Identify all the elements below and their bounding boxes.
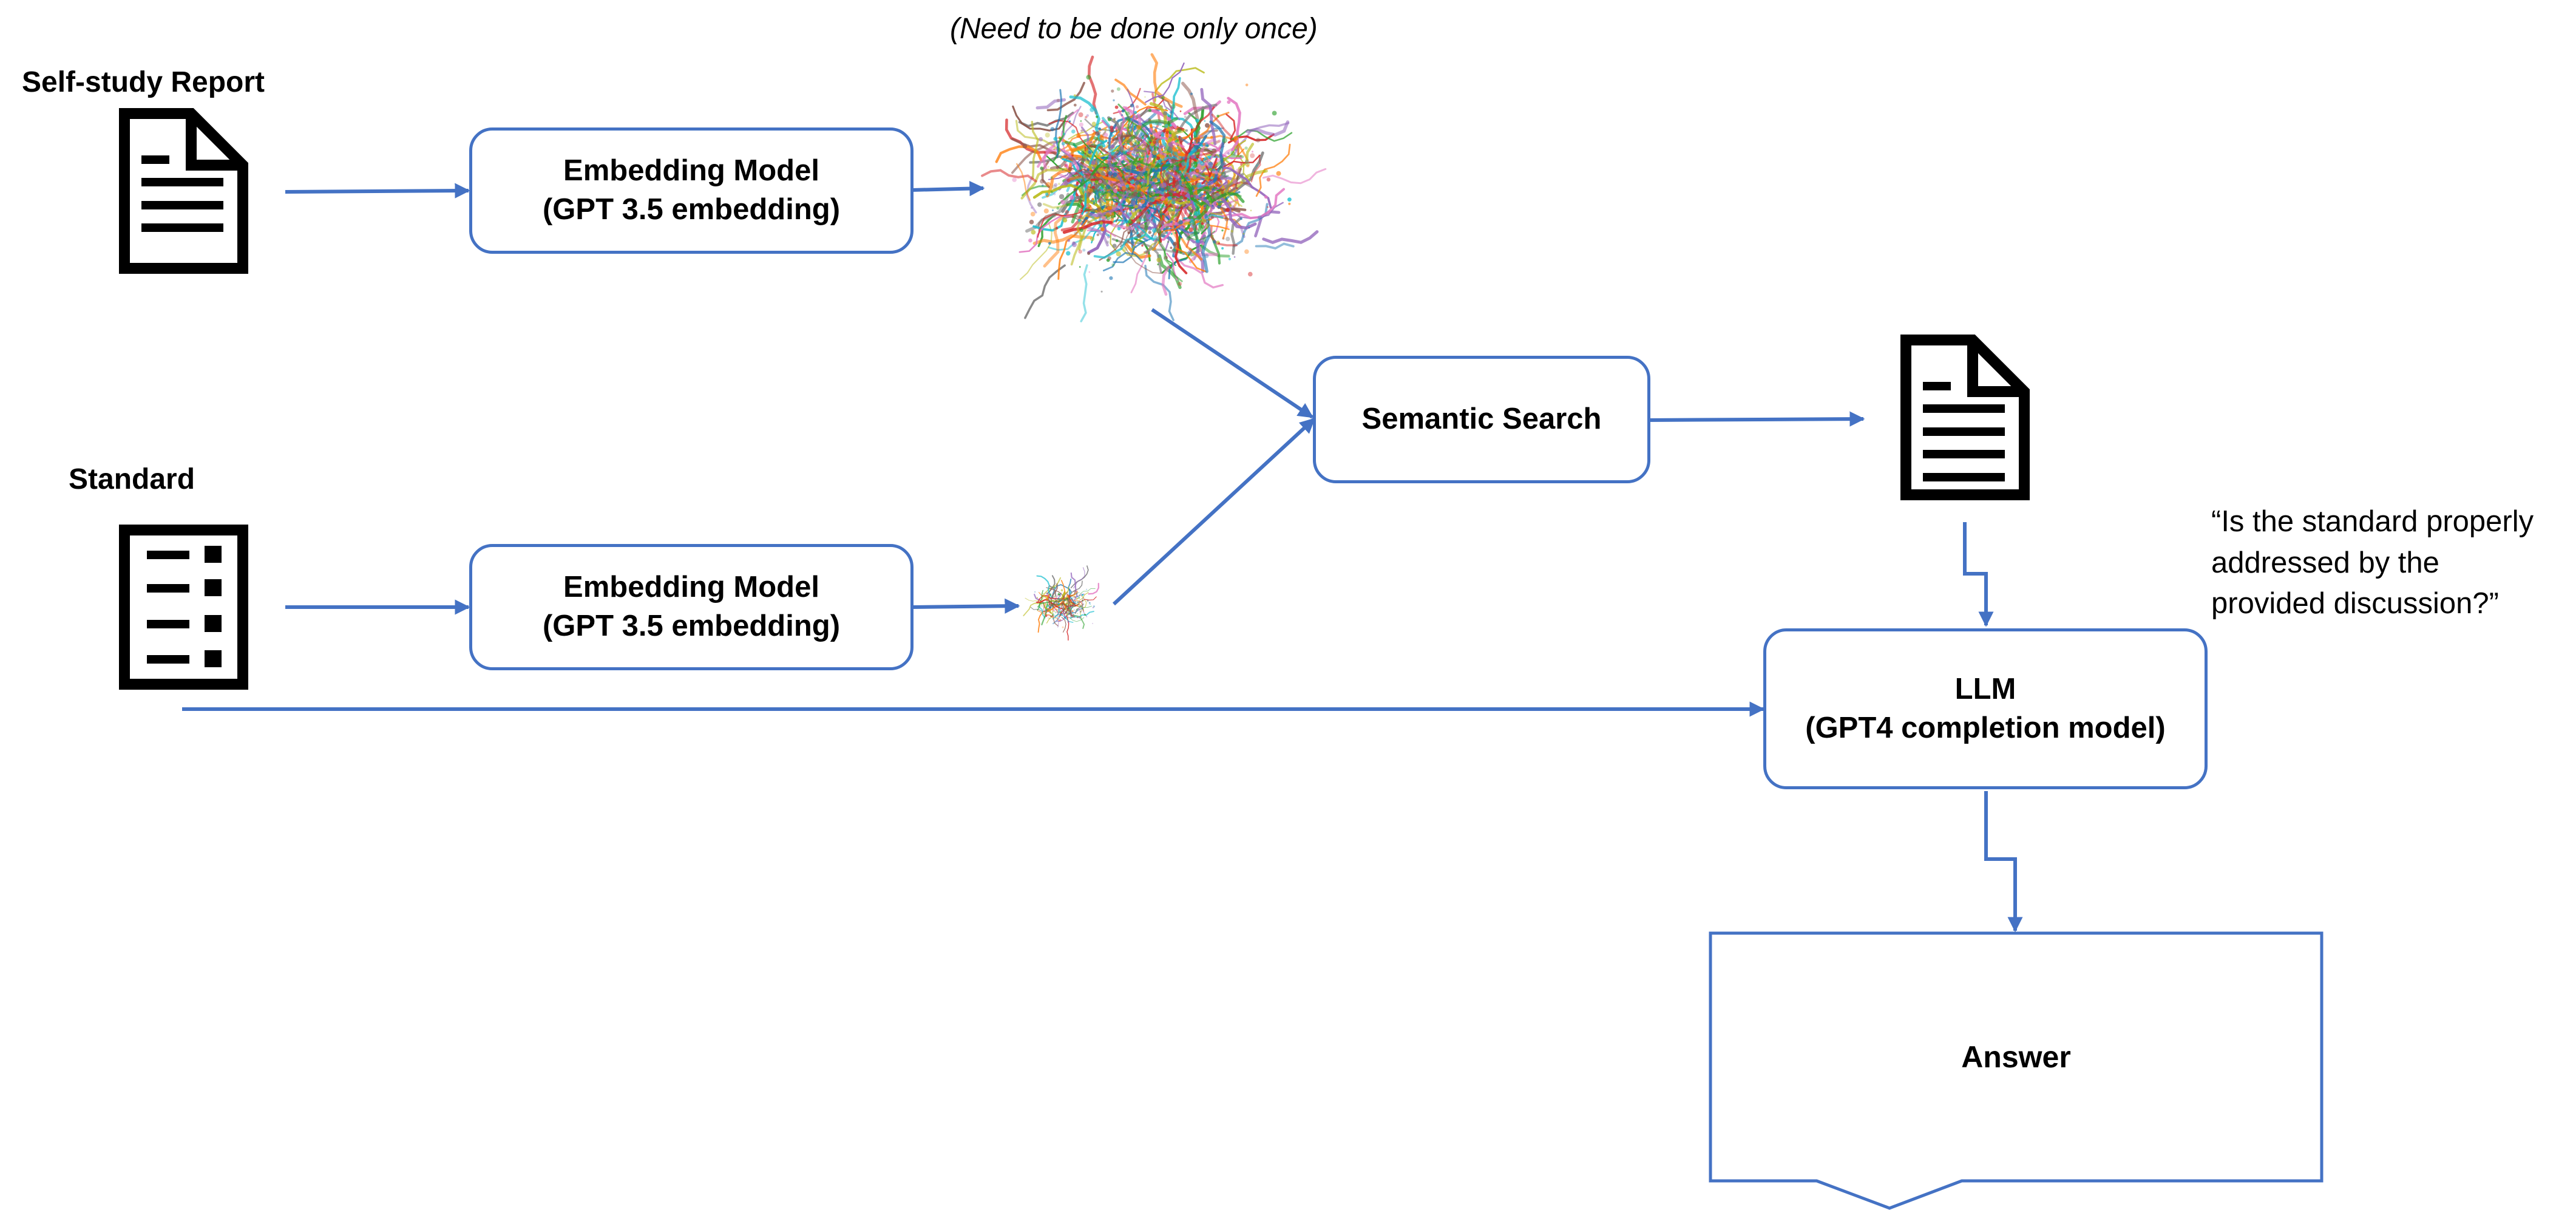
llm-box: LLM (GPT4 completion model): [1763, 628, 2208, 789]
semantic-search-label: Semantic Search: [1361, 403, 1602, 436]
answer-label: Answer: [1961, 1040, 2071, 1074]
run-once-note: (Need to be done only once): [950, 13, 1318, 45]
arrow-embedding-to-standard-vectors: [912, 598, 1020, 614]
embedding-model-subtitle: (GPT 3.5 embedding): [542, 610, 841, 642]
arrow-retrieved-doc-to-llm: [1963, 522, 1994, 627]
embedding-model-title: Embedding Model: [563, 571, 819, 604]
standard-label: Standard: [69, 463, 195, 495]
arrow-llm-to-answer: [1984, 791, 2023, 933]
arrow-report-to-embedding: [285, 183, 470, 199]
question-line: provided discussion?”: [2211, 587, 2499, 620]
arrow-search-to-retrieved-doc: [1647, 411, 1865, 427]
semantic-search-box: Semantic Search: [1313, 356, 1650, 483]
arrow-standard-vectors-to-search: [1112, 417, 1316, 606]
question-line: “Is the standard properly: [2211, 505, 2534, 538]
embedding-model-box-bottom: Embedding Model (GPT 3.5 embedding): [469, 544, 913, 670]
llm-subtitle: (GPT4 completion model): [1805, 711, 2166, 744]
question-prompt: “Is the standard properly addressed by t…: [2211, 501, 2534, 625]
question-line: addressed by the: [2211, 546, 2439, 579]
arrow-embedding-to-report-vectors: [912, 180, 985, 197]
self-study-report-label: Self-study Report: [22, 66, 265, 98]
embedding-model-subtitle: (GPT 3.5 embedding): [542, 193, 841, 226]
arrow-report-vectors-to-search: [1151, 308, 1314, 419]
embedding-model-title: Embedding Model: [563, 154, 819, 188]
embedding-model-box-top: Embedding Model (GPT 3.5 embedding): [469, 127, 913, 254]
llm-title: LLM: [1954, 672, 2016, 705]
